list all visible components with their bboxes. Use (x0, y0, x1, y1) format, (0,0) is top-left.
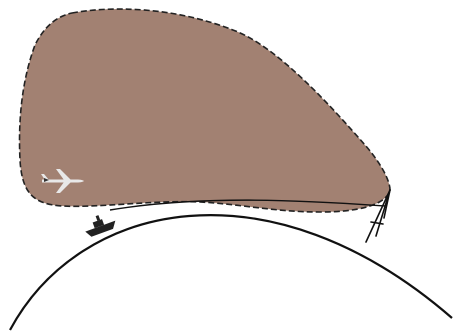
ship-icon (82, 210, 118, 238)
earth-surface-curve (10, 215, 452, 330)
